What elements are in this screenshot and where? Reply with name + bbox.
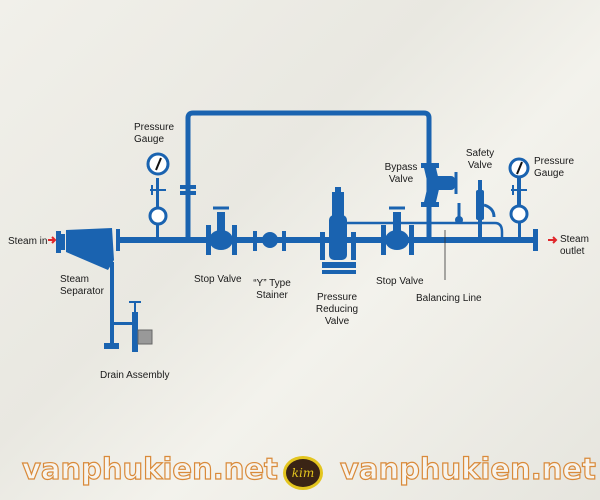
- pressure-gauge-left: [146, 152, 170, 238]
- prv-label: Pressure Reducing Valve: [315, 292, 359, 327]
- steam-separator-label: Steam Separator: [60, 274, 104, 297]
- steam-in-arrow: [48, 236, 57, 244]
- y-strainer: [253, 231, 286, 251]
- pressure-gauge-right-label: Pressure Gauge: [534, 156, 575, 179]
- bypass-valve-label: Bypass Valve: [384, 162, 418, 185]
- kim-logo: kim: [283, 456, 323, 490]
- stop-valve-1-label: Stop Valve: [194, 274, 242, 285]
- steam-outlet-arrow: [548, 236, 558, 244]
- outlet-flange: [533, 229, 538, 251]
- stop-valve-2-label: Stop Valve: [376, 276, 424, 287]
- steam-outlet-label: Steam outlet: [560, 234, 589, 257]
- drain-assembly-label: Drain Assembly: [100, 370, 170, 381]
- pressure-reducing-valve: [320, 187, 356, 274]
- stop-valve-1: [206, 206, 237, 255]
- safety-valve: [476, 180, 496, 238]
- steam-separator: [56, 228, 120, 270]
- y-strainer-label: “Y” Type Stainer: [253, 278, 291, 301]
- watermark-right: vanphukien.net: [339, 451, 596, 486]
- bypass-pipe: [185, 110, 432, 240]
- main-pipe: [120, 237, 535, 243]
- drain-assembly: [104, 262, 153, 352]
- balancing-line-label: Balancing Line: [416, 293, 482, 304]
- steam-in-label: Steam in: [8, 236, 48, 247]
- watermark-left: vanphukien.net: [21, 451, 278, 486]
- stop-valve-2: [381, 206, 414, 255]
- safety-valve-label: Safety Valve: [465, 148, 495, 171]
- balancing-line: [347, 221, 504, 237]
- pressure-gauge-right: [508, 157, 530, 238]
- bypass-valve: [421, 163, 458, 207]
- pressure-gauge-left-label: Pressure Gauge: [134, 122, 175, 145]
